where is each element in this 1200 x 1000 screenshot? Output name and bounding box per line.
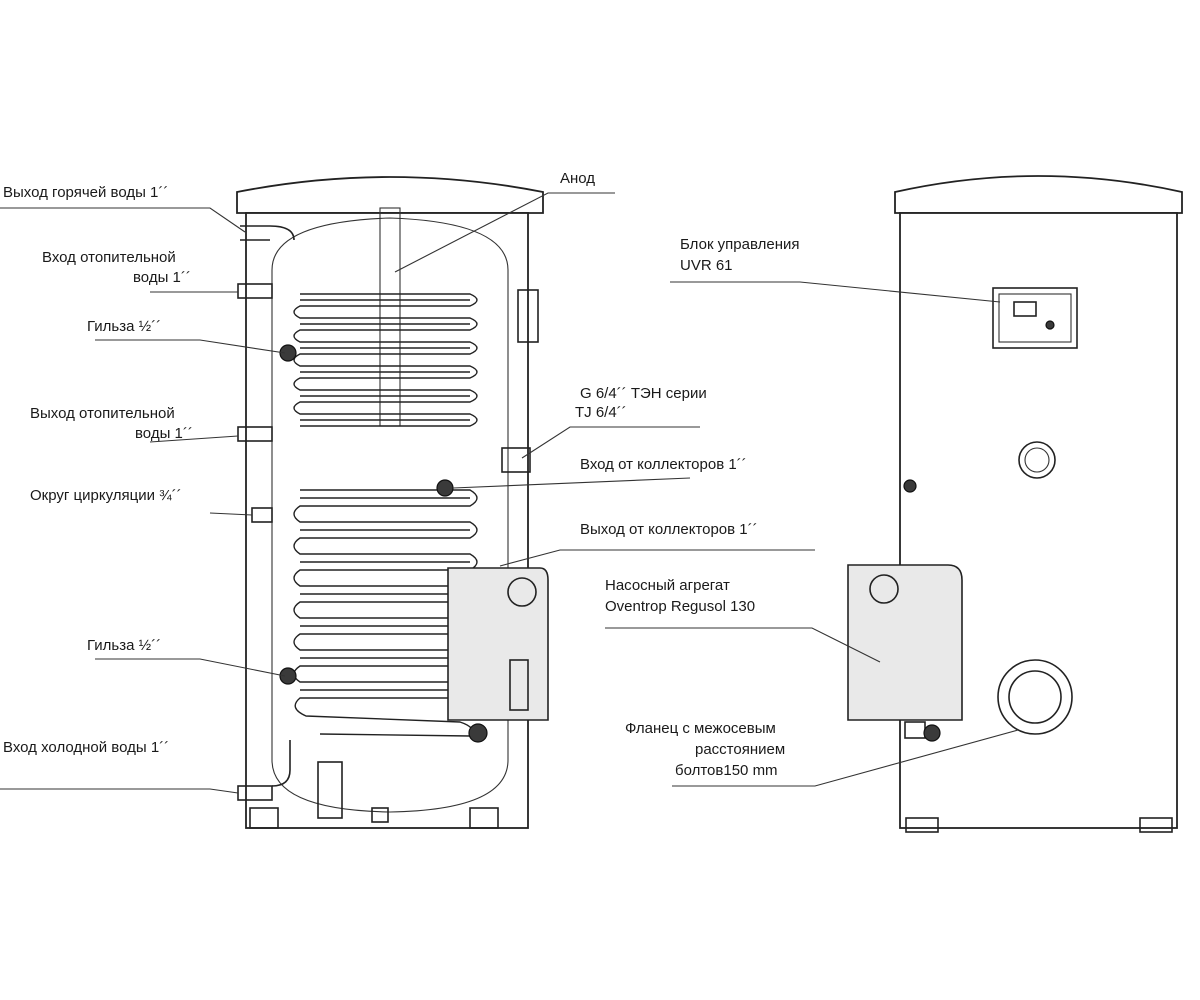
label-control-unit-line1: Блок управления [680,236,799,253]
foot-ext-right [1139,817,1173,833]
heater-port [501,447,531,473]
pump-unit-section [447,567,549,743]
pump-unit-external [847,564,963,742]
tank-section-view [236,176,549,829]
external-port-upper [1018,441,1056,479]
label-circulation: Округ циркуляции ¾´´ [30,487,182,504]
label-heating-in-line1: Вход отопительной [42,249,176,266]
label-cold-water-in: Вход холодной воды 1´´ [3,739,169,756]
foot-right [469,807,499,829]
upper-heat-exchanger-coil [293,293,478,427]
label-flange-line2: расстоянием [695,741,785,758]
left-pipe-connections [237,225,295,801]
label-pump-unit-line2: Oventrop Regusol 130 [605,598,755,615]
label-anode: Анод [560,170,595,187]
callout-labels: Выход горячей воды 1´´ Вход отопительной… [3,170,799,779]
label-sleeve-top: Гильза ½´´ [87,318,161,335]
label-heater-line2: TJ 6/4´´ [575,404,627,421]
bottom-plug [371,807,389,823]
tank-casing-external [899,212,1178,829]
bottom-drain [317,761,343,819]
label-control-unit-line2: UVR 61 [680,257,733,274]
label-hot-water-out: Выход горячей воды 1´´ [3,184,168,201]
flange-inner [1008,670,1062,724]
label-pump-unit-line1: Насосный агрегат [605,577,730,594]
label-heating-out-line2: воды 1´´ [135,425,193,442]
label-heating-in-line2: воды 1´´ [133,269,191,286]
heating-in-pipe [237,283,273,299]
collectors-in-fitting [436,479,454,497]
label-sleeve-bottom: Гильза ½´´ [87,637,161,654]
label-heater-line1: G 6/4´´ ТЭН серии [580,385,707,402]
label-collectors-in: Вход от коллекторов 1´´ [580,456,747,473]
sleeve-top-fitting [279,344,297,362]
right-upper-fitting [517,289,539,343]
label-flange-line1: Фланец с межосевым [625,720,776,737]
leader-lines [0,192,1019,794]
flange-outer [997,659,1073,735]
control-unit-uvr61 [992,287,1078,349]
label-heating-out-line1: Выход отопительной [30,405,175,422]
side-fitting [903,479,917,493]
heating-out-pipe [237,426,273,442]
foot-left [249,807,279,829]
tank-lid-external [894,175,1183,214]
label-flange-line3: болтов150 mm [675,762,778,779]
tank-external-view [847,175,1183,833]
sleeve-bottom-fitting [279,667,297,685]
foot-ext-left [905,817,939,833]
label-collectors-out: Выход от коллекторов 1´´ [580,521,758,538]
tank-lid [236,176,544,214]
inner-vessel [271,217,509,813]
